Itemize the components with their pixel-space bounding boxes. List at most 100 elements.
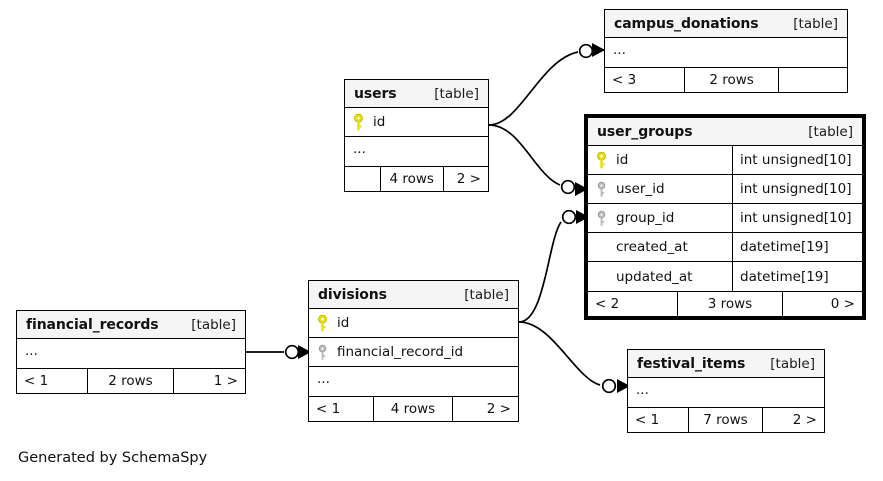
table-title: users [354,85,397,102]
table-row: id [345,108,488,137]
primary-key-icon [353,113,364,131]
column-type: int unsigned[10] [732,204,862,232]
column-cell: group_id [588,210,732,227]
footer-parents-count [345,167,381,191]
edge-users-user-groups-userid [488,124,588,196]
table-header: campus_donations [table] [605,10,847,38]
table-user-groups[interactable]: user_groups [table] id int unsig [584,114,866,320]
table-type-tag: [table] [808,123,853,140]
footer-row-count: 4 rows [381,167,444,191]
table-footer: < 3 2 rows [605,67,847,92]
zero-marker [601,378,617,394]
footer-children-count: 2 > [486,401,511,417]
footer-children-count: 2 > [792,412,817,428]
table-columns: id ... [345,108,488,166]
edge-divisions-user-groups-groupid [518,209,589,323]
column-name: id [337,315,350,331]
table-footer: 4 rows 2 > [345,166,488,191]
table-type-tag: [table] [464,286,509,303]
table-campus-donations[interactable]: campus_donations [table] ... < 3 2 rows [604,9,848,93]
table-row: id [309,309,518,338]
column-name: ... [636,382,649,398]
table-users[interactable]: users [table] id .. [344,79,489,192]
column-name: ... [25,343,38,359]
zero-marker [578,43,594,59]
footer-parents-count: < 1 [628,408,689,432]
generated-by-caption: Generated by SchemaSpy [18,450,208,466]
column-name: financial_record_id [337,344,464,360]
table-row: ... [309,367,518,396]
edge-users-campus-donations [488,43,605,126]
table-financial-records[interactable]: financial_records [table] ... < 1 2 rows… [16,310,246,394]
table-row: ... [605,38,847,67]
table-footer: < 1 2 rows 1 > [17,368,245,393]
column-name: user_id [616,181,665,197]
foreign-key-icon [317,344,328,361]
column-type: datetime[19] [732,262,862,291]
edge-financial-records-divisions [246,344,311,360]
table-row: id int unsigned[10] [588,146,862,175]
table-footer: < 2 3 rows 0 > [588,291,862,316]
table-footer: < 1 4 rows 2 > [309,396,518,421]
table-type-tag: [table] [793,15,838,32]
table-title: financial_records [26,316,159,333]
column-name: ... [317,371,330,387]
footer-parents-count: < 1 [309,397,374,421]
footer-children-count: 1 > [213,373,238,389]
footer-children-count: 2 > [456,171,481,187]
table-title: campus_donations [614,15,759,32]
table-header: divisions [table] [309,281,518,309]
table-row: updated_at datetime[19] [588,262,862,291]
footer-row-count: 7 rows [689,408,764,432]
table-festival-items[interactable]: festival_items [table] ... < 1 7 rows 2 … [627,349,825,433]
table-header: festival_items [table] [628,350,824,378]
table-type-tag: [table] [434,85,479,102]
table-type-tag: [table] [191,316,236,333]
table-columns: id financial_record_id [309,309,518,396]
column-cell: id [345,113,488,131]
table-columns: ... [605,38,847,67]
column-cell: id [309,314,518,332]
column-cell: created_at [588,239,732,255]
table-columns: id int unsigned[10] user_id [588,146,862,291]
table-row: created_at datetime[19] [588,233,862,262]
table-header: user_groups [table] [588,118,862,146]
column-name: id [373,114,386,130]
zero-marker [284,344,300,360]
column-name: id [616,152,629,168]
footer-row-count: 4 rows [374,397,454,421]
zero-marker [561,209,577,225]
footer-row-count: 3 rows [678,292,783,316]
table-row: ... [345,137,488,166]
table-row: ... [17,339,245,368]
column-type: int unsigned[10] [732,146,862,174]
table-divisions[interactable]: divisions [table] id [308,280,519,422]
foreign-key-icon [596,210,607,227]
table-type-tag: [table] [770,355,815,372]
column-cell: financial_record_id [309,344,518,361]
column-type: datetime[19] [732,233,862,261]
table-title: divisions [318,286,387,303]
table-header: users [table] [345,80,488,108]
footer-children-count: 0 > [830,296,855,312]
table-row: financial_record_id [309,338,518,367]
footer-parents-count: < 1 [17,369,88,393]
table-row: group_id int unsigned[10] [588,204,862,233]
table-columns: ... [17,339,245,368]
table-title: festival_items [637,355,746,372]
table-row: ... [628,378,824,407]
table-footer: < 1 7 rows 2 > [628,407,824,432]
footer-parents-count: < 2 [588,292,679,316]
column-cell: id [588,151,732,169]
column-name: created_at [616,239,688,255]
column-cell: user_id [588,181,732,198]
table-header: financial_records [table] [17,311,245,339]
column-cell: updated_at [588,269,732,285]
primary-key-icon [596,151,607,169]
column-name: ... [353,141,366,157]
edge-divisions-festival-items [518,321,630,394]
column-type: int unsigned[10] [732,175,862,203]
table-title: user_groups [597,123,693,140]
footer-row-count: 2 rows [88,369,175,393]
